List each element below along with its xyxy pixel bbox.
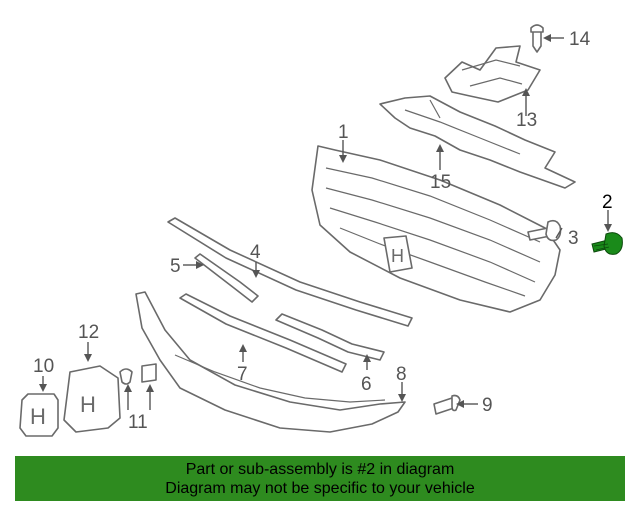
- callout-6[interactable]: 6: [361, 374, 372, 395]
- info-banner: Part or sub-assembly is #2 in diagram Di…: [15, 456, 625, 501]
- part-15-support-rail[interactable]: [379, 95, 576, 189]
- part-4-molding[interactable]: [167, 217, 413, 327]
- callout-12[interactable]: 12: [78, 322, 99, 343]
- callout-15[interactable]: 15: [430, 172, 451, 193]
- part-5-molding[interactable]: [194, 253, 259, 303]
- callout-7[interactable]: 7: [237, 364, 248, 385]
- callout-14[interactable]: 14: [569, 29, 591, 50]
- part-14-clip[interactable]: [530, 24, 544, 53]
- part-11-clips[interactable]: [119, 363, 157, 385]
- part-2-bolt-highlighted[interactable]: [591, 232, 623, 255]
- callout-4[interactable]: 4: [250, 242, 261, 263]
- part-1-grille[interactable]: H: [311, 145, 561, 313]
- callout-8[interactable]: 8: [396, 364, 407, 385]
- part-7-molding[interactable]: [179, 293, 347, 373]
- part-12-emblem-base[interactable]: H: [63, 365, 121, 433]
- callout-10[interactable]: 10: [33, 356, 54, 377]
- part-10-emblem[interactable]: H: [19, 393, 59, 437]
- callout-11[interactable]: 11: [128, 412, 148, 433]
- callout-13[interactable]: 13: [516, 110, 537, 131]
- banner-line-2: Diagram may not be specific to your vehi…: [165, 480, 475, 497]
- part-8-lower-grille[interactable]: [135, 291, 406, 433]
- callout-3[interactable]: 3: [568, 228, 579, 249]
- callout-1[interactable]: 1: [338, 122, 349, 143]
- parts-diagram: H H H: [19, 24, 623, 437]
- part-6-molding[interactable]: [275, 313, 385, 361]
- callout-2[interactable]: 2: [602, 192, 613, 213]
- callout-9[interactable]: 9: [482, 395, 493, 416]
- leader-lines: [39, 34, 612, 410]
- callout-5[interactable]: 5: [170, 256, 181, 277]
- svg-text:H: H: [391, 246, 404, 266]
- part-13-bracket[interactable]: [444, 45, 541, 103]
- svg-text:H: H: [30, 404, 46, 429]
- part-9-screw[interactable]: [433, 394, 461, 415]
- banner-line-1: Part or sub-assembly is #2 in diagram: [185, 461, 455, 478]
- svg-text:H: H: [80, 392, 96, 417]
